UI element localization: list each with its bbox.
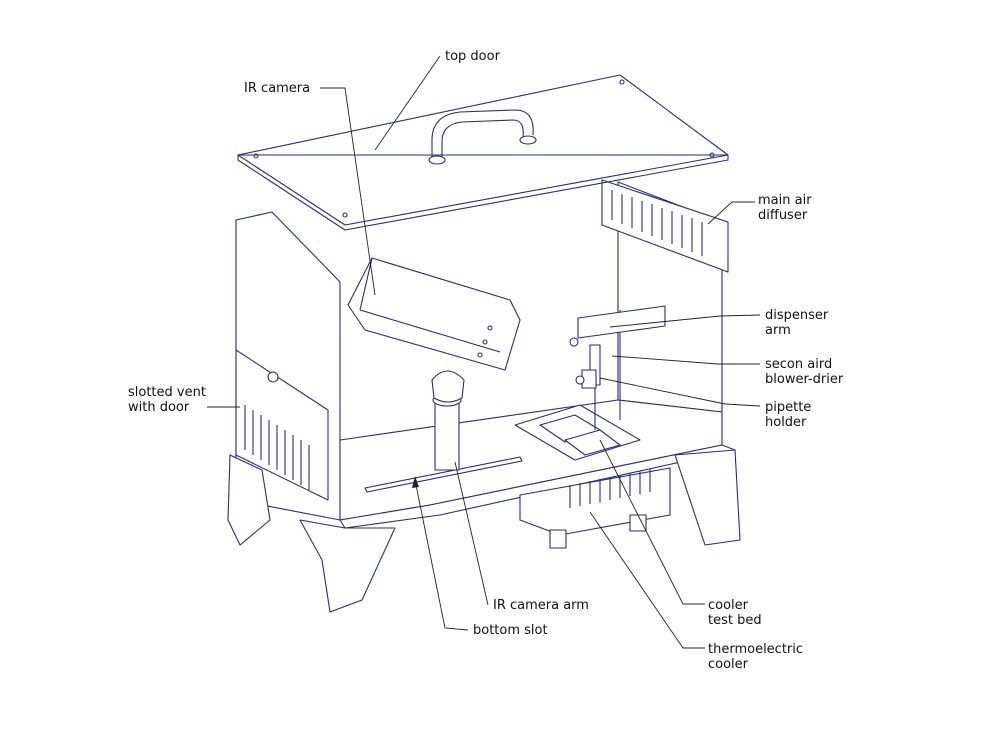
label-ir-camera-arm: IR camera arm bbox=[493, 598, 589, 613]
label-top-door: top door bbox=[445, 49, 501, 64]
label-cooler-test-bed: cooler test bed bbox=[708, 598, 762, 628]
label-dispenser-arm: dispenser arm bbox=[765, 308, 832, 338]
label-ir-camera: IR camera bbox=[244, 81, 310, 96]
enclosure-body bbox=[227, 179, 741, 613]
label-blower-drier: secon aird blower-drier bbox=[765, 357, 844, 387]
label-bottom-slot: bottom slot bbox=[473, 623, 548, 638]
leader-lines bbox=[207, 55, 761, 649]
label-main-air-diffuser: main air diffuser bbox=[758, 193, 816, 223]
label-pipette-holder: pipette holder bbox=[765, 400, 815, 430]
top-door-part bbox=[237, 74, 729, 231]
label-thermoelectric-cooler: thermoelectric cooler bbox=[708, 642, 807, 672]
label-slotted-vent: slotted vent with door bbox=[128, 385, 210, 415]
